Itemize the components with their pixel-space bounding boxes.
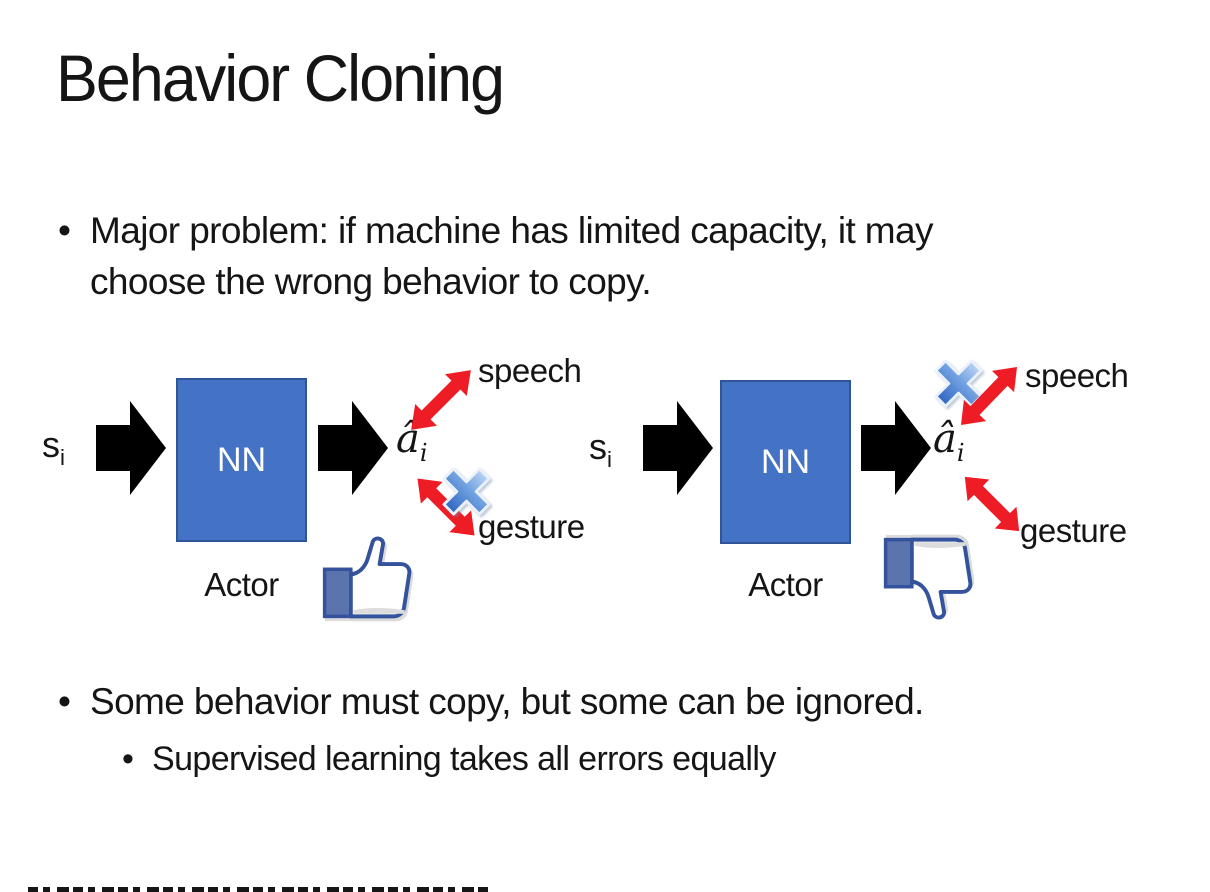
nn-box-label: NN [760,442,811,481]
action-output-label: âi [933,416,965,467]
branch-label-speech: speech [1025,357,1129,394]
page-title: Behavior Cloning [56,41,505,115]
bullet-major-problem: Major problem: if machine has limited ca… [58,205,1043,307]
branch-label-gesture: gesture [1020,512,1127,549]
bullet-supervised-learning-text: Supervised learning takes all errors equ… [152,740,776,778]
block-arrow-icon [318,401,388,495]
bullet-some-behavior-text: Some behavior must copy, but some can be… [90,681,924,722]
actor-label: Actor [748,566,823,603]
nn-box: NN [720,380,851,544]
diagram-actor-correct: si NN Actor âi speech gesture [30,350,615,642]
bullet-supervised-learning: Supervised learning takes all errors equ… [122,736,1122,783]
state-input-label: si [42,424,65,471]
branch-label-speech: speech [478,352,582,389]
actor-label: Actor [204,566,279,603]
diagram-actor-wrong: si NN Actor âi speech gesture [575,350,1205,642]
nn-box-label: NN [216,440,267,479]
branch-label-gesture: gesture [478,508,585,545]
block-arrow-icon [861,401,931,495]
thumbs-up-icon [322,536,412,619]
double-arrow-icon [964,476,1020,532]
bullet-some-behavior: Some behavior must copy, but some can be… [58,676,1158,727]
state-input-label: si [589,426,612,473]
thumbs-down-icon [883,537,973,620]
bullet-major-problem-text: Major problem: if machine has limited ca… [90,210,934,303]
block-arrow-icon [96,401,166,495]
block-arrow-icon [643,401,713,495]
double-arrow-icon [411,370,471,430]
cross-icon [934,359,983,408]
clipped-text-remnant [28,887,490,892]
nn-box: NN [176,378,307,542]
cross-icon [442,467,491,516]
double-arrow-icon [960,366,1018,426]
